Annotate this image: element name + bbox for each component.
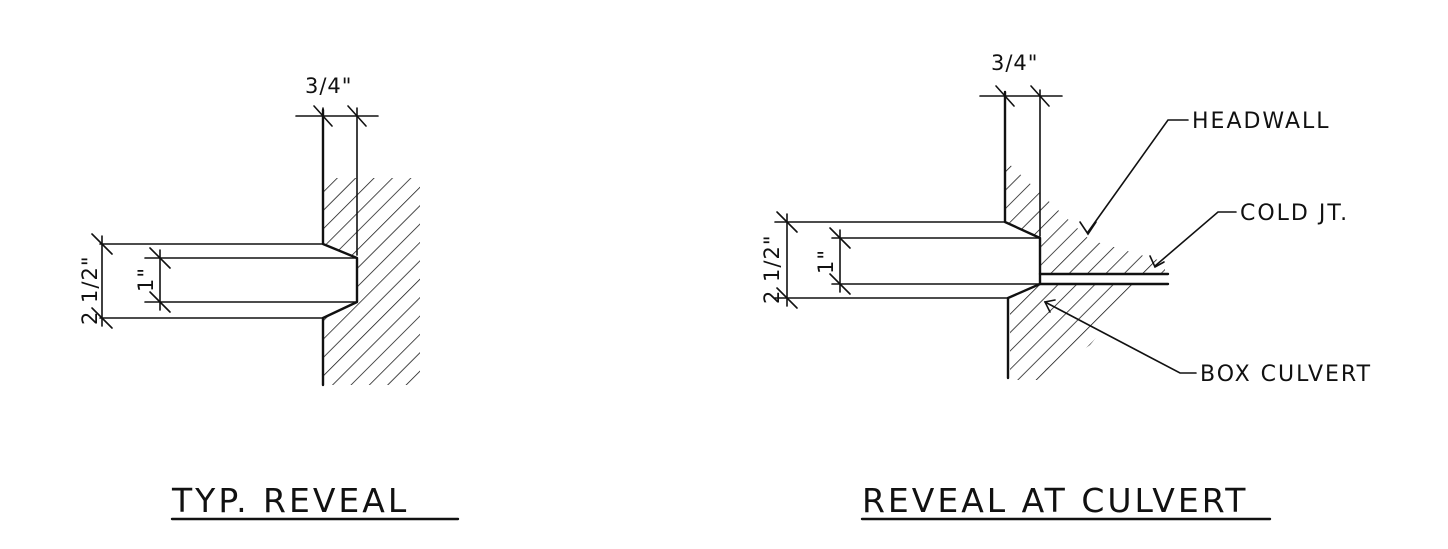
culv-top-tick-left: [995, 85, 1015, 107]
headwall-label: HEADWALL: [1192, 109, 1331, 134]
culvert-reveal-title: REVEAL AT CULVERT: [862, 481, 1248, 520]
headwall-hatch: [1005, 160, 1165, 274]
typ-reveal-detail: 3/4" 2 1/2" 1" TYP. REVEAL: [78, 74, 460, 521]
typ-wall-face: [321, 108, 359, 387]
typ-outer-tick-bot: [91, 307, 113, 329]
typ-top-tick-left: [313, 105, 333, 127]
culv-outer-tick-top: [776, 211, 798, 233]
typ-top-tick-right: [347, 105, 367, 127]
typ-outer-tick-top: [91, 233, 113, 255]
box-culvert-hatch: [1010, 284, 1140, 380]
typ-wall-hatch: [323, 178, 420, 385]
culv-dim-top-label: 3/4": [991, 51, 1038, 75]
typ-inner-tick-top: [149, 247, 171, 269]
cold-joint-leader: [1154, 211, 1237, 267]
typ-reveal-title: TYP. REVEAL: [171, 481, 409, 520]
box-culvert-face: [1006, 282, 1170, 380]
headwall-arrow: [1079, 221, 1097, 236]
cold-joint-arrow: [1149, 255, 1165, 269]
culv-inner-tick-top: [829, 227, 851, 249]
culvert-reveal-detail: 3/4" 2 1/2" 1" HEADWALL COLD JT. BOX CUL…: [760, 51, 1372, 521]
box-culvert-label: BOX CULVERT: [1200, 362, 1372, 387]
culv-top-tick-right: [1030, 85, 1050, 107]
box-culvert-arrow: [1043, 299, 1056, 313]
culv-dim-inner-label: 1": [814, 249, 838, 274]
cold-joint-label: COLD JT.: [1240, 201, 1349, 226]
typ-inner-tick-bot: [149, 291, 171, 313]
box-culvert-leader: [1044, 301, 1197, 374]
culv-dim-outer-label: 2 1/2": [760, 235, 784, 305]
culv-inner-tick-bot: [829, 273, 851, 295]
culv-outer-tick-bot: [776, 287, 798, 309]
typ-dim-top-label: 3/4": [305, 74, 352, 98]
headwall-leader: [1087, 119, 1189, 233]
typ-dim-inner-label: 1": [134, 267, 158, 292]
typ-dim-outer-label: 2 1/2": [78, 256, 102, 326]
